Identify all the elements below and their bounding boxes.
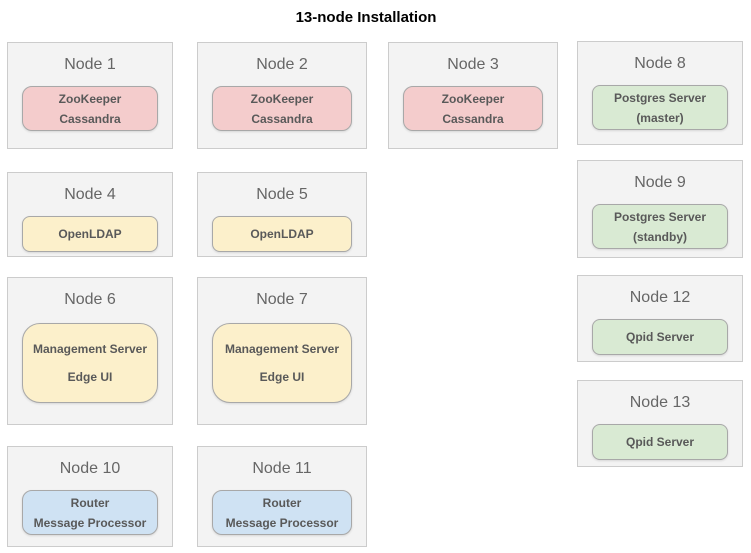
node-title: Node 12 [629,289,691,306]
component-label: (master) [636,110,684,125]
component-label: Edge UI [67,370,113,384]
component-label: Router [70,495,110,510]
node-7: Node 7 Management Server Edge UI [197,277,367,425]
node-title: Node 3 [447,56,499,73]
node-6: Node 6 Management Server Edge UI [7,277,173,425]
node-title: Node 11 [252,460,312,477]
component-box-zookeeper-cassandra: ZooKeeper Cassandra [403,86,543,131]
component-box-openldap: OpenLDAP [212,216,352,252]
component-box-router-message-processor: Router Message Processor [212,490,352,535]
node-12: Node 12 Qpid Server [577,275,743,362]
component-label: Edge UI [259,370,305,384]
node-2: Node 2 ZooKeeper Cassandra [197,42,367,149]
component-box-router-message-processor: Router Message Processor [22,490,158,535]
node-title: Node 2 [256,56,308,73]
component-label: OpenLDAP [250,227,314,241]
component-box-postgres-standby: Postgres Server (standby) [592,204,728,249]
node-title: Node 5 [256,186,308,203]
component-label: Postgres Server [613,209,707,224]
component-label: Management Server [32,342,148,356]
component-label: Message Processor [225,515,339,530]
component-label: Postgres Server [613,90,707,105]
component-label: Cassandra [59,111,121,126]
component-box-management-server-edge-ui: Management Server Edge UI [212,323,352,403]
node-10: Node 10 Router Message Processor [7,446,173,547]
component-label: Qpid Server [625,330,695,344]
node-title: Node 9 [634,174,686,191]
component-label: Router [262,495,302,510]
node-4: Node 4 OpenLDAP [7,172,173,257]
component-box-qpid-server: Qpid Server [592,319,728,355]
node-5: Node 5 OpenLDAP [197,172,367,257]
component-label: Cassandra [251,111,313,126]
diagram-title: 13-node Installation [295,9,437,26]
component-label: Message Processor [33,515,147,530]
node-title: Node 10 [59,460,121,477]
component-label: Qpid Server [625,435,695,449]
node-title: Node 7 [256,291,308,308]
component-box-postgres-master: Postgres Server (master) [592,85,728,130]
component-box-qpid-server: Qpid Server [592,424,728,460]
component-label: ZooKeeper [441,91,505,106]
component-label: ZooKeeper [58,91,122,106]
component-label: (standby) [633,229,687,244]
node-9: Node 9 Postgres Server (standby) [577,160,743,258]
node-title: Node 8 [634,55,686,72]
node-11: Node 11 Router Message Processor [197,446,367,547]
component-box-management-server-edge-ui: Management Server Edge UI [22,323,158,403]
component-label: Cassandra [442,111,504,126]
node-title: Node 1 [64,56,116,73]
node-8: Node 8 Postgres Server (master) [577,41,743,145]
node-title: Node 4 [64,186,116,203]
component-label: ZooKeeper [250,91,314,106]
component-box-openldap: OpenLDAP [22,216,158,252]
node-1: Node 1 ZooKeeper Cassandra [7,42,173,149]
node-13: Node 13 Qpid Server [577,380,743,467]
component-box-zookeeper-cassandra: ZooKeeper Cassandra [212,86,352,131]
node-3: Node 3 ZooKeeper Cassandra [388,42,558,149]
component-label: OpenLDAP [58,227,122,241]
node-title: Node 6 [64,291,116,308]
component-box-zookeeper-cassandra: ZooKeeper Cassandra [22,86,158,131]
component-label: Management Server [224,342,340,356]
node-title: Node 13 [629,394,691,411]
